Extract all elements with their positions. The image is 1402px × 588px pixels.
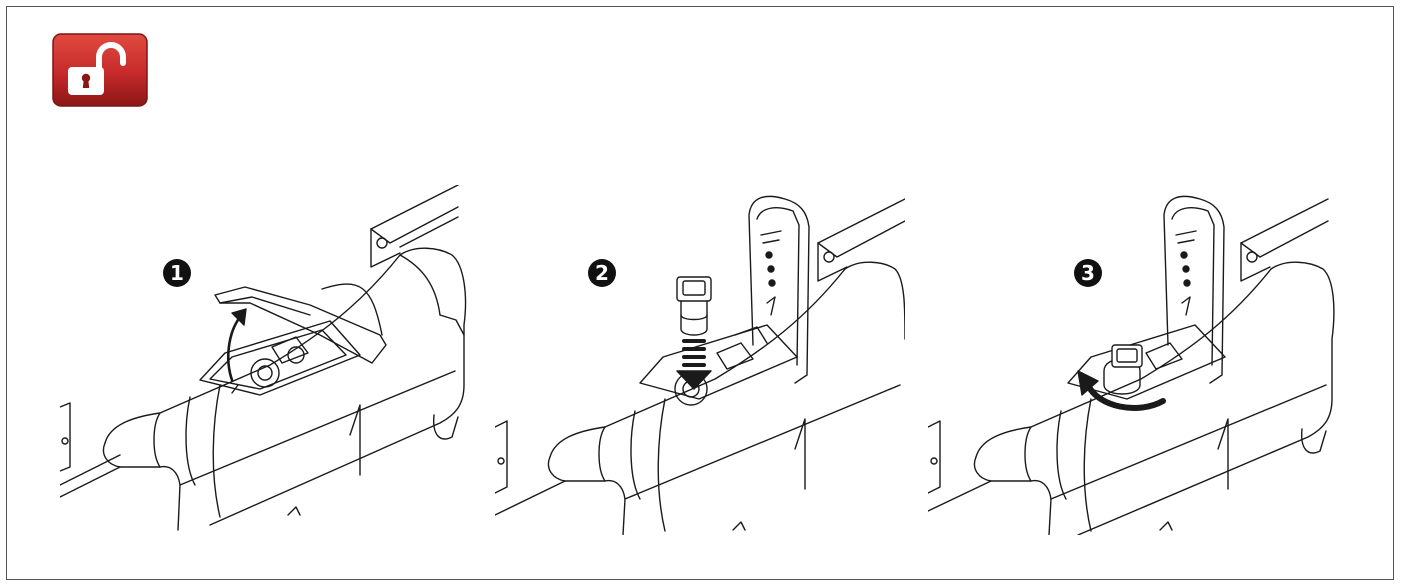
upright-cover: [1163, 195, 1225, 384]
key-icon: [1103, 344, 1143, 395]
lifted-cover: [214, 283, 387, 364]
wall-bracket: [817, 198, 905, 282]
left-plate: [495, 420, 508, 494]
step-badge-3: 3: [1074, 259, 1102, 287]
motor-housing: [60, 247, 467, 531]
curved-up-arrow-icon: [226, 308, 247, 382]
step-badge-2: 2: [588, 259, 616, 287]
wall-bracket: [370, 185, 459, 268]
left-plate: [60, 402, 71, 472]
diagram-frame: [6, 6, 1394, 580]
open-hatch: [639, 324, 798, 406]
open-hatch: [199, 320, 361, 396]
step-3-illustration: [928, 195, 1335, 535]
motor-housing: [928, 261, 1335, 535]
step-2-illustration: [495, 195, 905, 535]
step-1-illustration: [60, 185, 467, 531]
step-number: 2: [595, 261, 609, 285]
step-number: 3: [1081, 261, 1095, 285]
unlock-padlock-icon: [52, 33, 148, 107]
left-plate: [928, 420, 941, 494]
open-hatch: [1067, 324, 1226, 400]
wall-bracket: [1240, 198, 1329, 282]
key-icon: [676, 276, 712, 336]
step-number: 1: [170, 261, 184, 285]
curved-rotate-arrow-icon: [1077, 370, 1166, 411]
upright-cover: [748, 195, 810, 384]
dashed-down-arrow-icon: [676, 339, 712, 390]
step-badge-1: 1: [163, 259, 191, 287]
motor-housing: [495, 261, 905, 535]
